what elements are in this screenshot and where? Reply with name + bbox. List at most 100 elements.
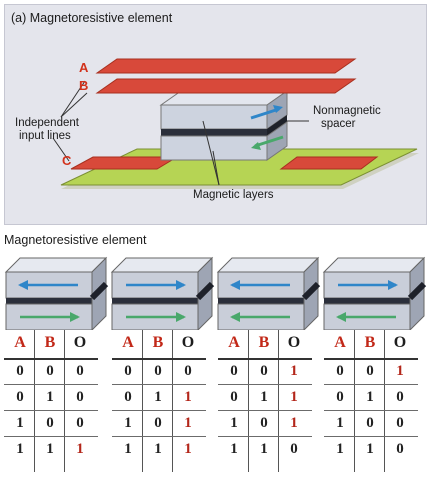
table-cell: 1 bbox=[366, 389, 374, 405]
row-divider bbox=[112, 436, 206, 437]
red-line-c-right bbox=[279, 156, 379, 170]
independent-label-line2: input lines bbox=[19, 130, 71, 142]
block-top-face bbox=[216, 257, 320, 273]
element-block-3 bbox=[216, 256, 321, 330]
table-cell: 0 bbox=[124, 389, 132, 405]
spacer-side bbox=[89, 281, 109, 301]
header-cell: B bbox=[258, 334, 270, 351]
table-cell: 0 bbox=[290, 441, 298, 457]
table-cell: 0 bbox=[366, 363, 374, 379]
table-cell: 0 bbox=[260, 415, 268, 431]
header-cell: B bbox=[364, 334, 376, 351]
table-cell: 1 bbox=[184, 389, 192, 405]
spacer-side bbox=[267, 115, 287, 136]
table-cell: 1 bbox=[230, 441, 238, 457]
header-cell: B bbox=[152, 334, 164, 351]
row-divider bbox=[218, 384, 312, 385]
table-cell: 1 bbox=[76, 441, 84, 457]
table-cell: 0 bbox=[396, 415, 404, 431]
row-divider bbox=[324, 358, 418, 360]
spacer-label-line1: Nonmagnetic bbox=[313, 105, 381, 117]
table-cell: 1 bbox=[336, 441, 344, 457]
row-divider bbox=[112, 384, 206, 385]
table-cell: 1 bbox=[184, 415, 192, 431]
spacer-front bbox=[161, 129, 267, 136]
row-divider bbox=[218, 358, 312, 360]
row-divider bbox=[218, 410, 312, 411]
table-cell: 0 bbox=[230, 389, 238, 405]
table-cell: 1 bbox=[124, 415, 132, 431]
block-top-face bbox=[110, 257, 214, 273]
header-cell: A bbox=[14, 334, 26, 351]
spacer-side bbox=[195, 281, 215, 301]
spacer-side bbox=[301, 281, 321, 301]
panel-a: (a) Magnetoresistive element bbox=[4, 4, 427, 225]
table-cell: 0 bbox=[260, 363, 268, 379]
block-top-face bbox=[4, 257, 108, 273]
table-cell: 0 bbox=[184, 363, 192, 379]
table-cell: 0 bbox=[76, 363, 84, 379]
column-divider bbox=[34, 330, 35, 472]
element-block-1 bbox=[4, 256, 109, 330]
red-line-b bbox=[95, 78, 357, 94]
row-divider bbox=[4, 436, 98, 437]
table-row: 0 0 0 bbox=[4, 358, 98, 384]
header-cell: O bbox=[393, 334, 407, 351]
section-title: Magnetoresistive element bbox=[4, 233, 147, 247]
table-cell: 0 bbox=[230, 363, 238, 379]
lower-arrow-icon bbox=[126, 312, 186, 322]
table-cell: 0 bbox=[46, 363, 54, 379]
table-cell: 0 bbox=[16, 363, 24, 379]
upper-arrow-icon bbox=[18, 280, 78, 290]
magnetic-stack bbox=[159, 90, 289, 161]
table-cell: 1 bbox=[290, 363, 298, 379]
letter-b: B bbox=[79, 78, 89, 93]
table-cell: 0 bbox=[154, 363, 162, 379]
row-divider bbox=[112, 410, 206, 411]
table-cell: 0 bbox=[76, 415, 84, 431]
header-cell: O bbox=[287, 334, 301, 351]
element-block-4 bbox=[322, 256, 427, 330]
table-cell: 1 bbox=[124, 441, 132, 457]
table-cell: 1 bbox=[16, 441, 24, 457]
row-divider bbox=[4, 410, 98, 411]
upper-arrow-icon bbox=[126, 280, 186, 290]
table-cell: 1 bbox=[46, 441, 54, 457]
row-divider bbox=[4, 384, 98, 385]
column-divider bbox=[172, 330, 173, 472]
leader-independent-a bbox=[60, 80, 86, 118]
table-cell: 0 bbox=[396, 441, 404, 457]
table-cell: 0 bbox=[336, 389, 344, 405]
element-block-2 bbox=[110, 256, 215, 330]
lower-layer-side bbox=[266, 121, 288, 161]
table-cell: 1 bbox=[184, 441, 192, 457]
lower-arrow-icon bbox=[336, 312, 396, 322]
table-cell: 1 bbox=[260, 441, 268, 457]
column-divider bbox=[278, 330, 279, 472]
column-divider bbox=[64, 330, 65, 472]
column-divider bbox=[248, 330, 249, 472]
spacer-layer bbox=[218, 298, 304, 304]
table-cell: 1 bbox=[336, 415, 344, 431]
table-cell: 1 bbox=[260, 389, 268, 405]
table-cell: 1 bbox=[230, 415, 238, 431]
header-cell: A bbox=[334, 334, 346, 351]
leader-magnetic-2 bbox=[212, 150, 220, 186]
spacer-layer bbox=[6, 298, 92, 304]
column-divider bbox=[354, 330, 355, 472]
upper-arrow-icon bbox=[338, 280, 398, 290]
header-cell: O bbox=[73, 334, 87, 351]
row-divider bbox=[324, 410, 418, 411]
